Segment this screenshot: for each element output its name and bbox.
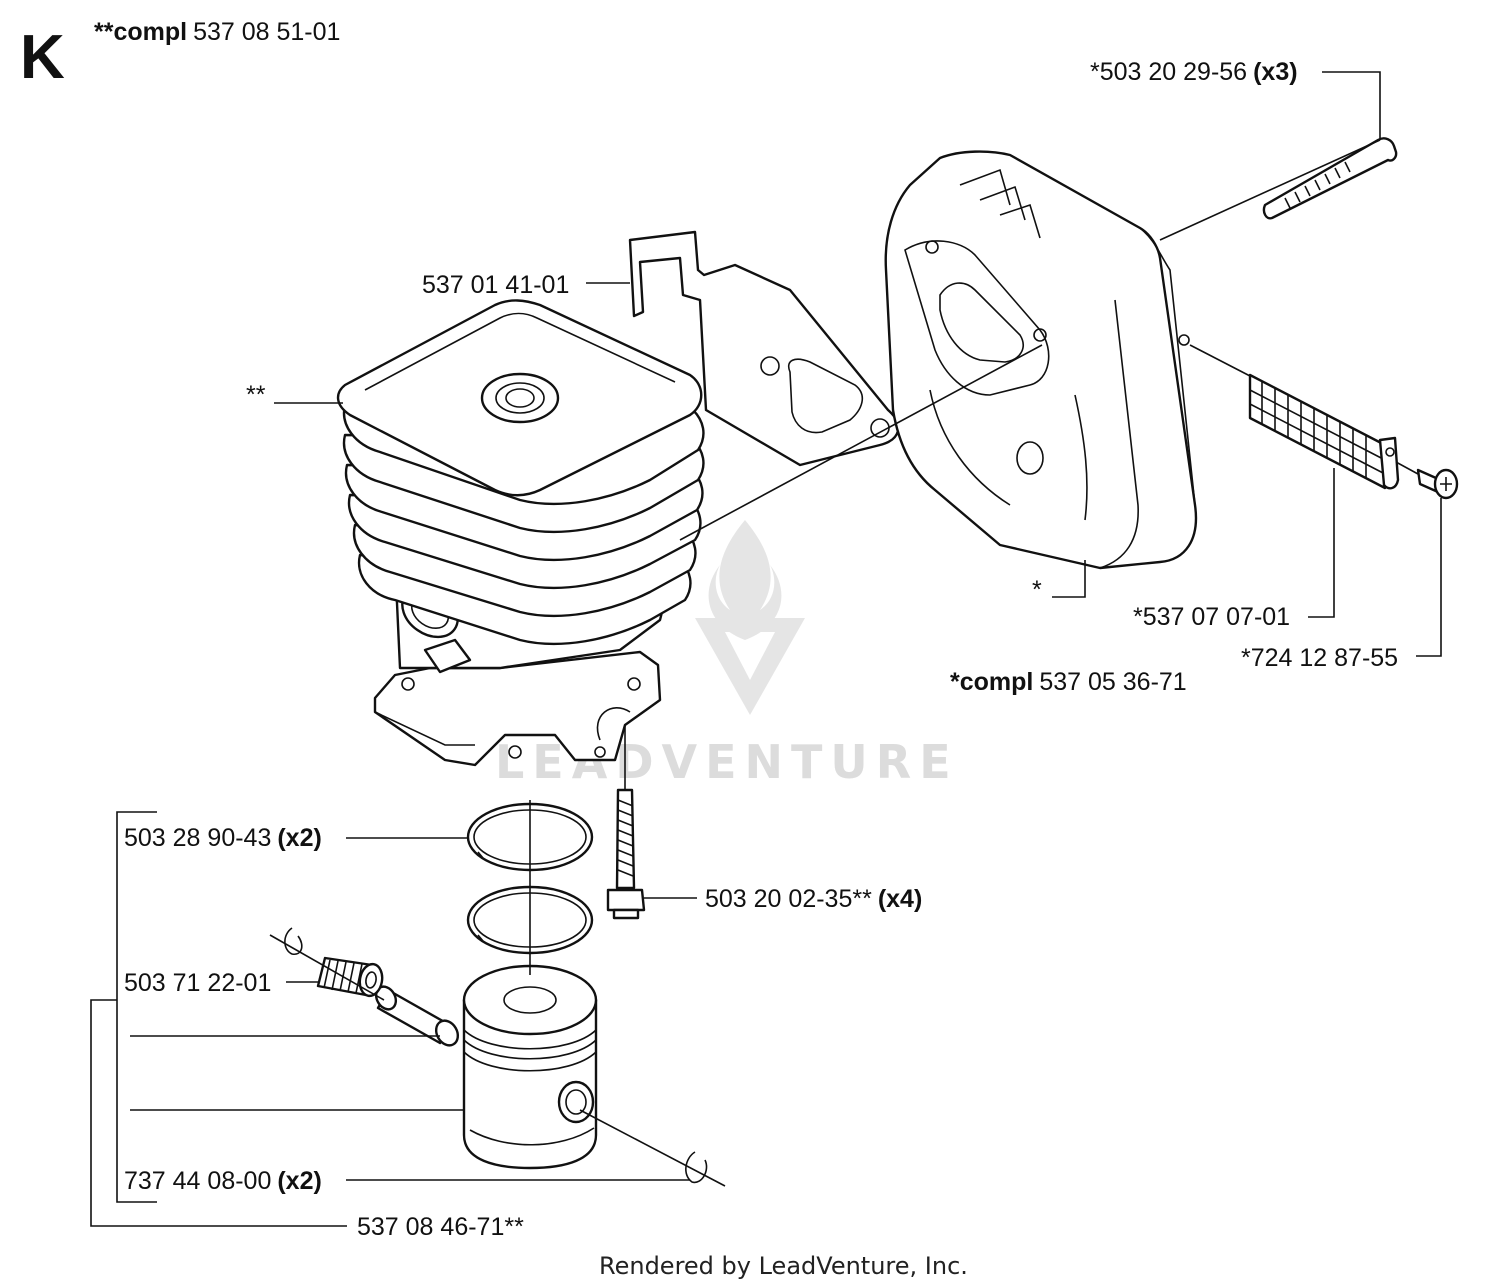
piston-ring-group-bracket: [116, 811, 157, 1203]
cylinder-kit-prefix: **compl: [94, 18, 187, 46]
piston-ring-label: 503 28 90-43(x2): [124, 824, 322, 852]
circlip-left: [284, 927, 303, 955]
screen-screw: [1416, 468, 1459, 500]
needle-bearing-label: 503 71 22-01: [124, 969, 271, 997]
cylinder-asterisk-label: **: [246, 381, 266, 409]
muffler-bolt-label: *503 20 29-56(x3): [1090, 58, 1298, 86]
cylinder-screw-number: 503 20 02-35**: [705, 885, 872, 913]
muffler-bolt-qty: (x3): [1253, 58, 1297, 86]
cylinder-screw: [606, 788, 646, 920]
muffler-bolt: [1262, 137, 1398, 220]
watermark-flame-icon: [708, 520, 782, 640]
circlip-label: 737 44 08-00(x2): [124, 1167, 322, 1195]
piston-ring-qty: (x2): [277, 824, 321, 852]
footer-credit: Rendered by LeadVenture, Inc.: [599, 1252, 968, 1280]
piston-kit-bracket: [90, 999, 347, 1227]
circlip-number: 737 44 08-00: [124, 1167, 271, 1195]
section-letter: K: [20, 23, 65, 92]
muffler-kit-prefix: *compl: [950, 668, 1033, 696]
muffler-kit-number: 537 05 36-71: [1039, 668, 1186, 696]
spark-screen: [1248, 373, 1400, 490]
muffler: [884, 150, 1198, 570]
assembly-lines: [269, 139, 1419, 1187]
bracket-label: 537 01 41-01: [422, 271, 569, 299]
bracket-gasket: [628, 230, 900, 467]
cylinder-screw-qty: (x4): [878, 885, 922, 913]
piston-ring-number: 503 28 90-43: [124, 824, 271, 852]
needle-bearing: [316, 956, 384, 998]
watermark-v-icon: [695, 618, 805, 715]
piston-pin: [374, 985, 460, 1047]
circlip-qty: (x2): [277, 1167, 321, 1195]
cylinder: [336, 299, 705, 767]
spark-screen-label: *537 07 07-01: [1133, 603, 1290, 631]
circlip-right: [685, 1151, 708, 1184]
muffler-bolt-number: *503 20 29-56: [1090, 58, 1247, 86]
cylinder-screw-label: 503 20 02-35**(x4): [705, 885, 922, 913]
piston: [462, 964, 598, 1170]
screen-screw-label: *724 12 87-55: [1241, 644, 1398, 672]
muffler-asterisk-label: *: [1032, 576, 1042, 604]
cylinder-kit-number: 537 08 51-01: [193, 18, 340, 46]
piston-kit-label: 537 08 46-71**: [357, 1213, 524, 1241]
